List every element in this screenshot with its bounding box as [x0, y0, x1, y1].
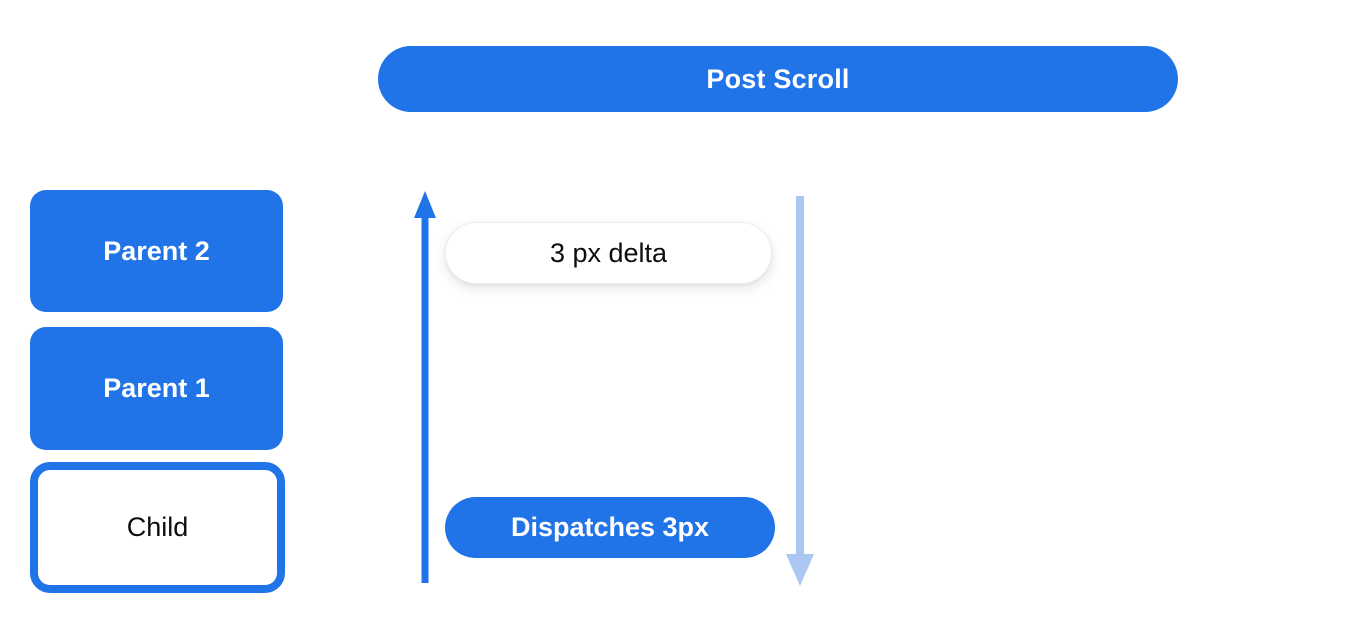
post-scroll-label: Post Scroll [706, 63, 850, 94]
dispatch-label: Dispatches 3px [510, 512, 710, 542]
parent-2-label: Parent 2 [103, 235, 210, 266]
down-arrow-icon [786, 196, 814, 586]
parent-1-label: Parent 1 [103, 373, 210, 403]
dispatch-pill: Dispatches 3px [445, 497, 775, 558]
up-arrow-icon [414, 191, 436, 583]
child-label: Child [126, 512, 189, 542]
post-scroll-pill: Post Scroll [378, 46, 1178, 112]
parent-1-box: Parent 1 [30, 327, 283, 450]
delta-label: 3 px delta [549, 237, 668, 268]
delta-pill: 3 px delta [445, 222, 772, 284]
child-box: Child [30, 462, 285, 593]
parent-2-box: Parent 2 [30, 190, 283, 312]
